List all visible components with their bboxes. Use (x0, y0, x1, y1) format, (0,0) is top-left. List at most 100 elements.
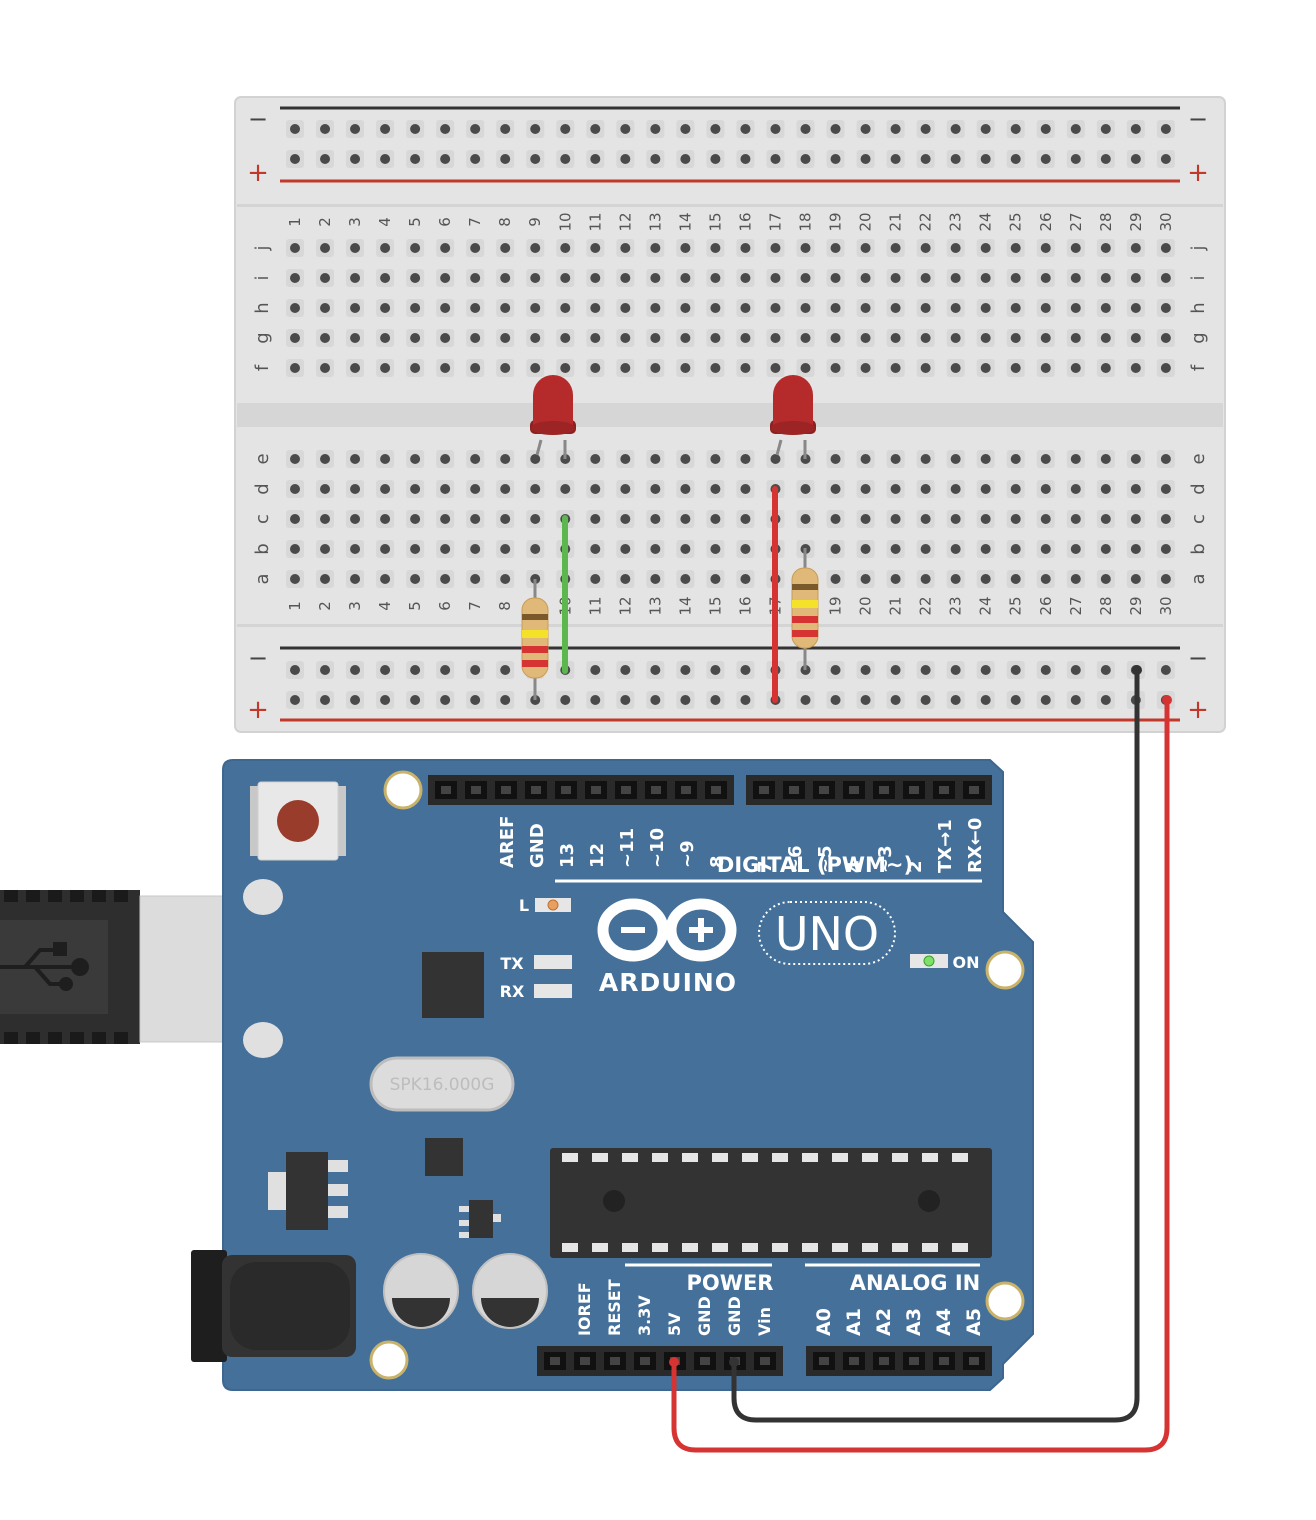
mounting-hole (369, 1340, 409, 1380)
breadboard-hole-center (770, 243, 781, 253)
breadboard-hole-center (1010, 695, 1021, 705)
chip-pin (742, 1243, 758, 1252)
breadboard-hole-center (590, 273, 601, 283)
breadboard-hole-center (290, 303, 300, 313)
breadboard-hole-center (860, 544, 871, 554)
resistor-1[interactable] (521, 579, 549, 700)
pin-label: 8 (707, 855, 728, 868)
breadboard-hole-center (470, 574, 481, 584)
pin-label: A0 (813, 1308, 835, 1336)
breadboard-hole-center (500, 333, 511, 343)
breadboard-hole-center (1040, 514, 1051, 524)
arduino-brand: ARDUINO (599, 968, 737, 997)
column-number: 13 (646, 212, 664, 231)
breadboard-hole-center (590, 514, 601, 524)
breadboard-hole-center (890, 544, 901, 554)
header-socket-pin (580, 1357, 590, 1365)
breadboard-hole-center (950, 514, 961, 524)
breadboard-hole-center (1040, 544, 1051, 554)
dc-power-jack[interactable] (191, 1250, 356, 1362)
breadboard-hole-center (620, 484, 631, 494)
breadboard-hole-center (740, 695, 751, 705)
voltage-regulator (268, 1152, 348, 1230)
breadboard-hole-center (590, 243, 601, 253)
breadboard-hole-center (530, 363, 541, 373)
breadboard-hole-center (290, 363, 300, 373)
pin-label: GND (695, 1296, 714, 1336)
analog-header[interactable] (806, 1346, 992, 1376)
column-number: 6 (436, 601, 454, 611)
breadboard-hole-center (890, 514, 901, 524)
column-number: 21 (887, 596, 905, 615)
black-wire-gnd[interactable] (731, 670, 1140, 1423)
red-wire-5v[interactable] (671, 700, 1170, 1453)
breadboard-hole-center (980, 514, 991, 524)
breadboard-hole-center (500, 154, 511, 164)
breadboard-hole-center (320, 665, 331, 675)
breadboard-hole-center (920, 273, 931, 283)
breadboard-hole-center (1040, 124, 1051, 134)
column-number: 18 (797, 212, 815, 231)
reset-button[interactable] (250, 781, 346, 861)
breadboard-hole-center (320, 303, 331, 313)
breadboard-hole-center (1100, 695, 1111, 705)
breadboard-hole-center (500, 303, 511, 313)
breadboard-hole-center (800, 484, 811, 494)
pin-label: 2 (905, 860, 926, 873)
rail-plus-label: + (1187, 695, 1209, 725)
breadboard-hole-center (860, 514, 871, 524)
breadboard-hole-center (530, 333, 541, 343)
column-number: 28 (1097, 212, 1115, 231)
column-number: 4 (376, 217, 394, 227)
breadboard-hole-center (440, 363, 451, 373)
breadboard-hole-center (440, 695, 451, 705)
breadboard-hole-center (530, 124, 541, 134)
breadboard-hole-center (1010, 574, 1021, 584)
column-number: 1 (286, 217, 304, 227)
header-strip (806, 1346, 992, 1376)
breadboard-hole-center (290, 665, 300, 675)
breadboard-hole-center (770, 333, 781, 343)
breadboard-hole-center (1130, 124, 1141, 134)
breadboard-hole-center (320, 273, 331, 283)
breadboard-hole-center (890, 273, 901, 283)
breadboard-hole-center (710, 665, 721, 675)
chip-pin (652, 1153, 668, 1162)
led-2[interactable] (770, 375, 816, 459)
chip-pin (862, 1153, 878, 1162)
pin-label: Vin (755, 1307, 774, 1336)
crystal-label: SPK16.000G (390, 1075, 495, 1095)
digital-header-right[interactable] (746, 775, 992, 805)
column-number: 5 (406, 217, 424, 227)
rail-minus-label: − (1188, 644, 1208, 672)
digital-header-left[interactable] (428, 775, 734, 805)
breadboard-hole-center (740, 303, 751, 313)
small-chip (425, 1138, 463, 1176)
breadboard-hole-center (860, 154, 871, 164)
breadboard-hole-center (1100, 665, 1111, 675)
breadboard-hole-center (470, 243, 481, 253)
header-strip (537, 1346, 783, 1376)
breadboard-hole-center (560, 273, 571, 283)
breadboard-hole-center (1010, 303, 1021, 313)
breadboard-hole-center (1100, 124, 1111, 134)
breadboard-hole-center (770, 303, 781, 313)
breadboard-hole-center (590, 665, 601, 675)
breadboard-hole-center (1160, 303, 1171, 313)
breadboard-hole-center (1130, 333, 1141, 343)
breadboard-hole-center (320, 363, 331, 373)
breadboard-hole-center (680, 154, 691, 164)
breadboard-hole-center (410, 124, 421, 134)
column-number: 14 (676, 596, 694, 615)
breadboard-hole-center (380, 544, 391, 554)
led-1[interactable] (530, 375, 576, 459)
chip-pin (922, 1153, 938, 1162)
breadboard-hole-center (410, 695, 421, 705)
power-header[interactable] (537, 1346, 783, 1376)
pin-label: GND (527, 823, 548, 868)
resistor-2[interactable] (791, 548, 819, 670)
header-socket-pin (640, 1357, 650, 1365)
breadboard-hole-center (1130, 454, 1141, 464)
